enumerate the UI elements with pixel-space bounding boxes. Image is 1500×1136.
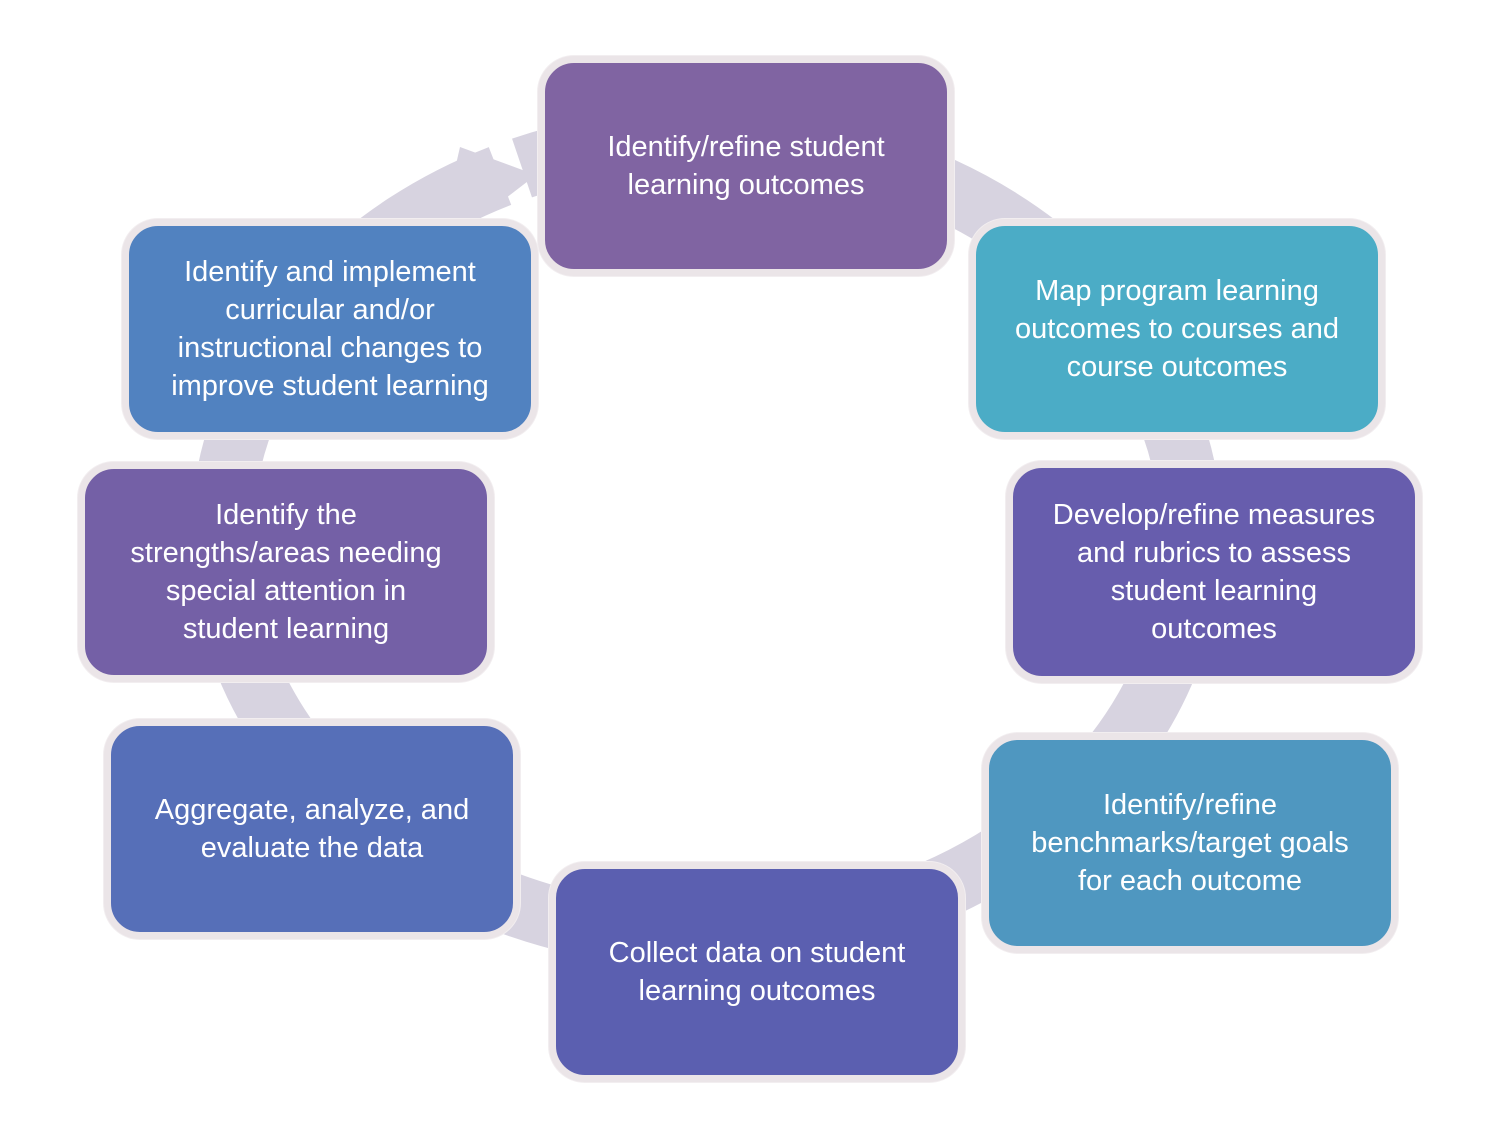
step-aggregate-analyze: Aggregate, analyze, and evaluate the dat… [104, 719, 520, 939]
step-identify-strengths: Identify the strengths/areas needing spe… [78, 462, 494, 682]
step-develop-measures-rubrics: Develop/refine measures and rubrics to a… [1006, 461, 1422, 683]
step-implement-changes: Identify and implement curricular and/or… [122, 219, 538, 439]
step-label: Aggregate, analyze, and evaluate the dat… [154, 794, 470, 864]
step-label: Identify the strengths/areas needing spe… [130, 499, 442, 645]
step-label: Identify/refine benchmarks/target goals … [1031, 789, 1349, 897]
step-label: Develop/refine measures and rubrics to a… [1052, 499, 1376, 645]
step-label: Identify and implement curricular and/or… [171, 256, 489, 402]
step-collect-data: Collect data on student learning outcome… [549, 862, 965, 1082]
step-label: Collect data on student learning outcome… [608, 937, 906, 1007]
step-identify-refine-outcomes: Identify/refine student learning outcome… [538, 56, 954, 276]
step-identify-benchmarks: Identify/refine benchmarks/target goals … [982, 733, 1398, 953]
step-label: Identify/refine student learning outcome… [607, 131, 885, 201]
step-label: Map program learning outcomes to courses… [1014, 275, 1339, 383]
step-map-program-outcomes: Map program learning outcomes to courses… [969, 219, 1385, 439]
